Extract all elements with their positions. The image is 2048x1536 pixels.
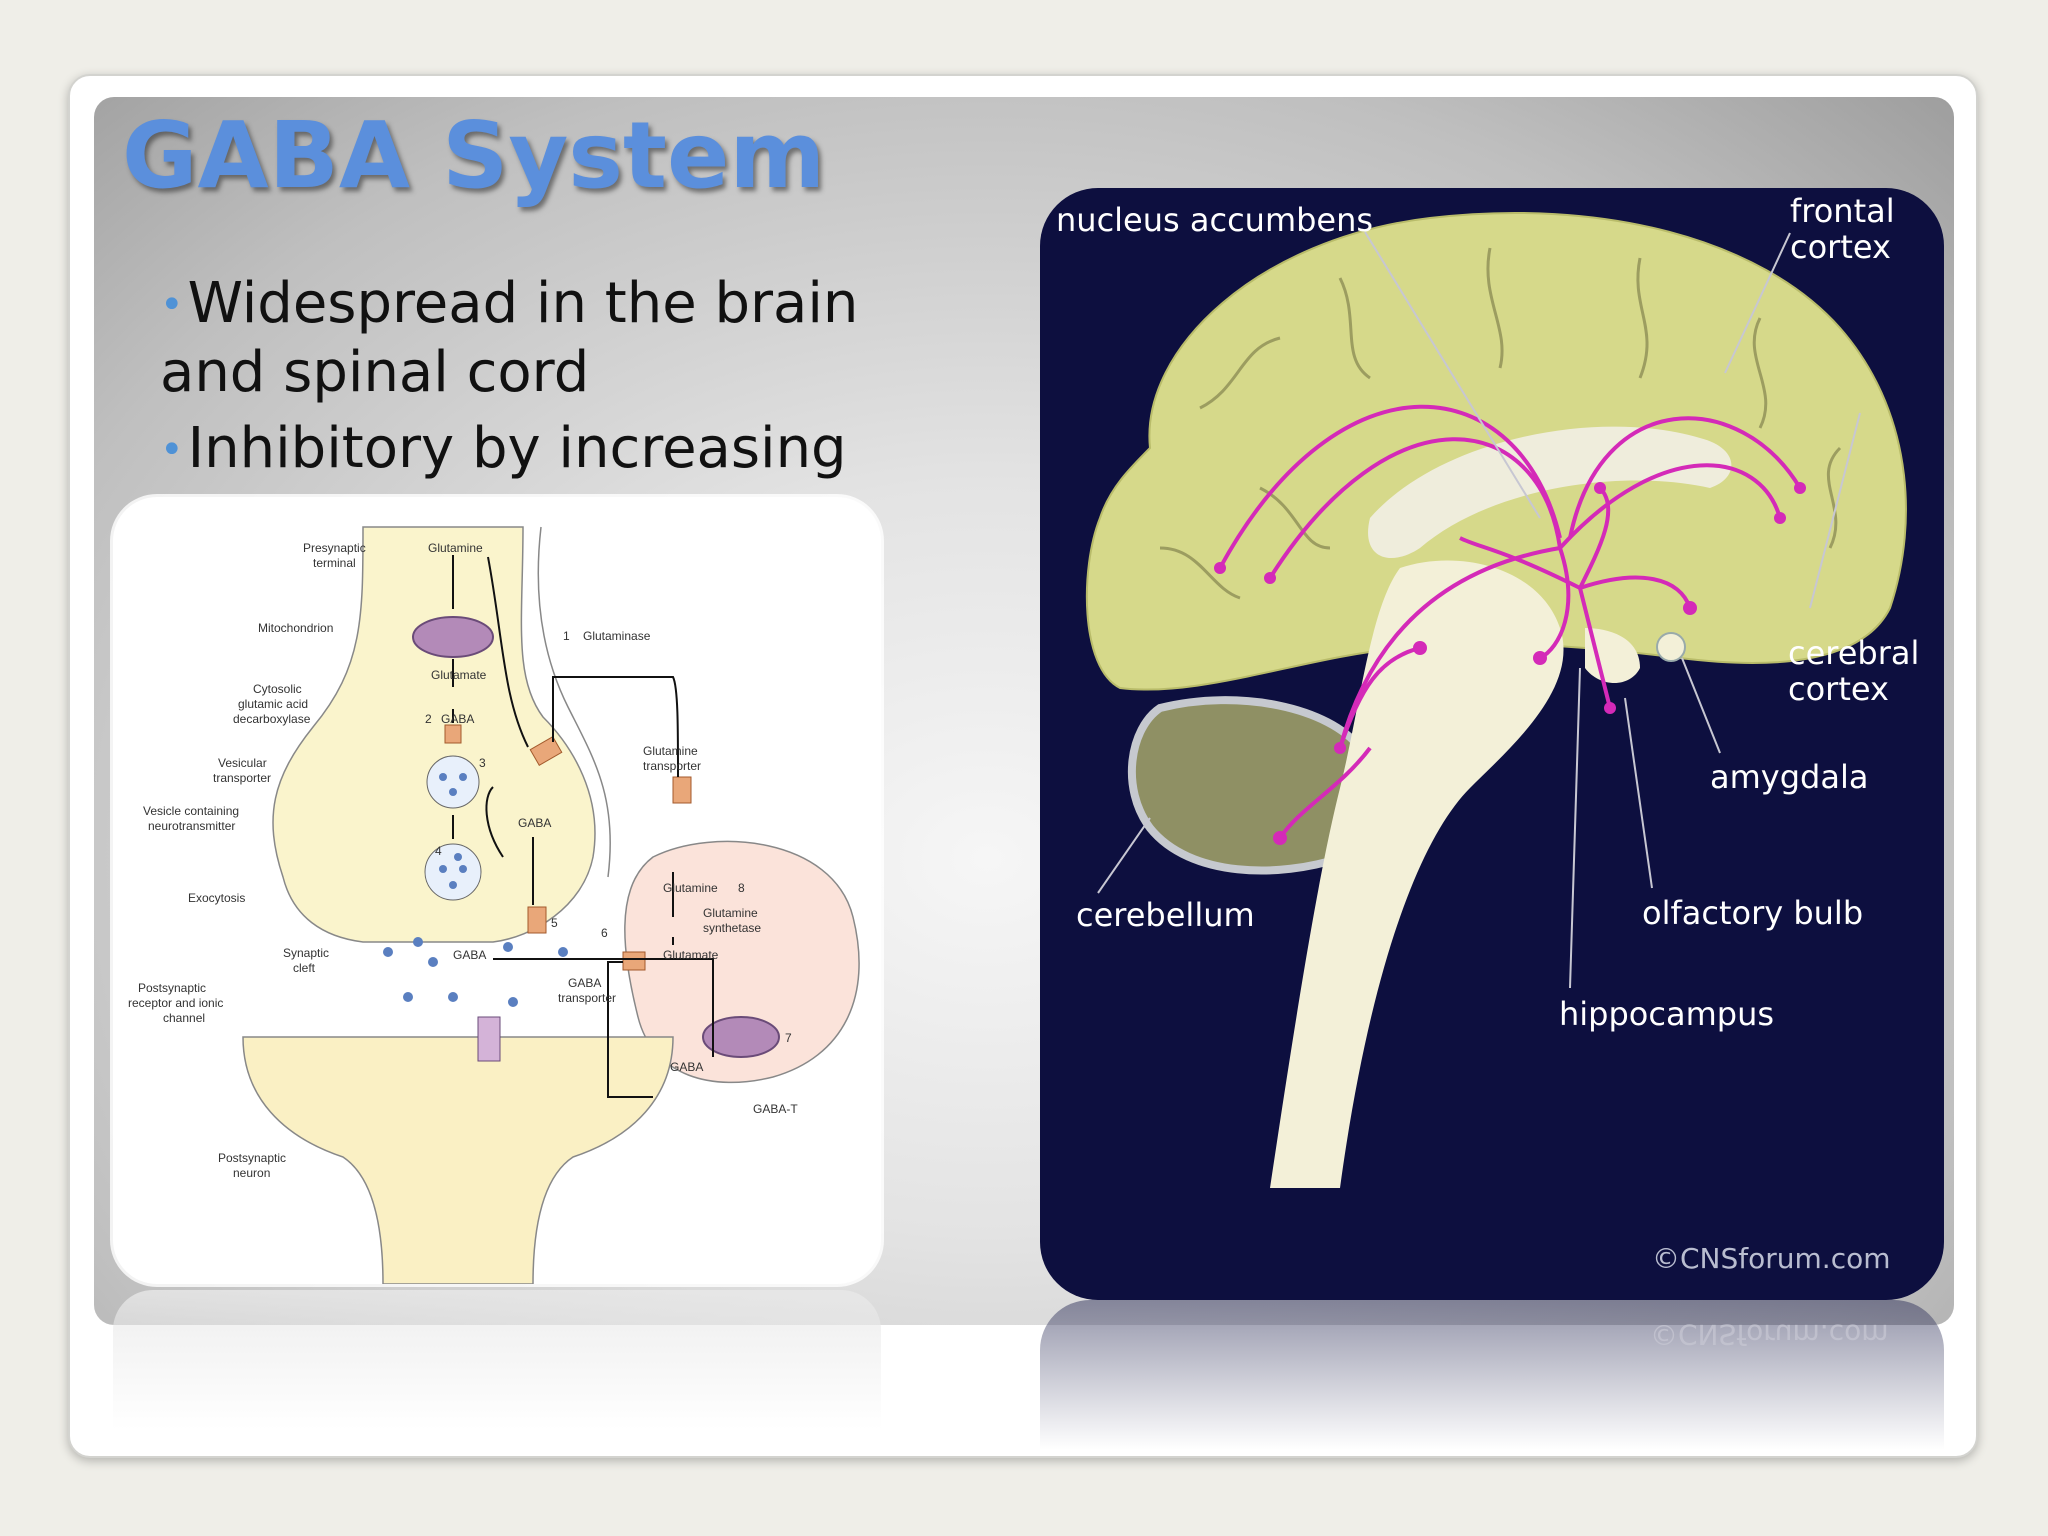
synapse-svg: Presynaptic terminal Glutamine Mitochond… bbox=[128, 526, 860, 1284]
label-presynaptic: Presynaptic bbox=[303, 541, 366, 555]
brain-svg: nucleus accumbens frontal cortex cerebra… bbox=[1056, 192, 1919, 1275]
label-gaba-transporter: GABA bbox=[568, 976, 601, 990]
label-cytosolic: Cytosolic bbox=[253, 682, 302, 696]
synapse-reflection bbox=[113, 1290, 881, 1430]
bullet-dot-icon: • bbox=[160, 427, 184, 473]
label-cytosolic: decarboxylase bbox=[233, 712, 311, 726]
label-exocytosis: Exocytosis bbox=[188, 891, 245, 905]
synapse-diagram: Presynaptic terminal Glutamine Mitochond… bbox=[113, 497, 881, 1284]
step-number: 2 bbox=[425, 712, 432, 726]
brainstem bbox=[1270, 560, 1564, 1188]
label-frontal-cortex: cortex bbox=[1790, 228, 1891, 266]
label-nucleus-accumbens: nucleus accumbens bbox=[1056, 201, 1373, 239]
vesicle bbox=[424, 843, 482, 901]
bullet-item: •Widespread in the brain and spinal cord bbox=[160, 270, 920, 407]
label-synaptic: Synaptic bbox=[283, 946, 329, 960]
label-glutamine-transporter: transporter bbox=[643, 759, 701, 773]
bullet-text: Widespread in the brain and spinal cord bbox=[160, 271, 859, 405]
label-vesicle: neurotransmitter bbox=[148, 819, 235, 833]
transporter bbox=[529, 736, 563, 766]
step-number: 3 bbox=[479, 756, 486, 770]
label-vesicular: transporter bbox=[213, 771, 271, 785]
label-glutamate-glia: Glutamate bbox=[663, 948, 719, 962]
label-gaba-cleft: GABA bbox=[453, 948, 486, 962]
mitochondrion bbox=[412, 616, 494, 658]
label-glutaminase: Glutaminase bbox=[583, 629, 651, 643]
amygdala-shape bbox=[1656, 632, 1686, 662]
label-hippocampus: hippocampus bbox=[1559, 995, 1774, 1033]
presynaptic-terminal bbox=[272, 526, 596, 943]
label-mitochondrion: Mitochondrion bbox=[258, 621, 333, 635]
bullet-text: Inhibitory by increasing bbox=[187, 416, 847, 481]
label-cytosolic: glutamic acid bbox=[238, 697, 308, 711]
slide-title: GABA System bbox=[122, 102, 826, 209]
postsynaptic-neuron bbox=[242, 1036, 674, 1284]
step-number: 6 bbox=[601, 926, 608, 940]
receptor-channel bbox=[477, 1016, 501, 1062]
label-terminal: terminal bbox=[313, 556, 356, 570]
label-cerebral-cortex: cerebral bbox=[1788, 634, 1919, 672]
step-number: 7 bbox=[785, 1031, 792, 1045]
transporter bbox=[444, 724, 462, 744]
label-glutamine-transporter: Glutamine bbox=[643, 744, 698, 758]
bullet-item: •Inhibitory by increasing bbox=[160, 415, 920, 484]
label-glutamate-top: Glutamate bbox=[431, 668, 487, 682]
step-number: 4 bbox=[435, 844, 442, 858]
label-glutamine-top: Glutamine bbox=[428, 541, 483, 555]
step-number: 8 bbox=[738, 881, 745, 895]
credit-text: ©CNSforum.com bbox=[1652, 1242, 1891, 1275]
brain-diagram: nucleus accumbens frontal cortex cerebra… bbox=[1040, 188, 1944, 1300]
label-gaba-glia: GABA bbox=[670, 1060, 703, 1074]
label-gaba-t: GABA-T bbox=[753, 1102, 798, 1116]
transporter bbox=[622, 951, 646, 971]
label-postsynaptic-receptor: channel bbox=[163, 1011, 205, 1025]
label-gaba-transporter: transporter bbox=[558, 991, 616, 1005]
label-vesicular: Vesicular bbox=[218, 756, 267, 770]
label-postsynaptic-neuron: Postsynaptic bbox=[218, 1151, 286, 1165]
label-gaba: GABA bbox=[441, 712, 474, 726]
step-number: 1 bbox=[563, 629, 570, 643]
mitochondrion bbox=[702, 1016, 780, 1058]
transporter bbox=[672, 776, 692, 804]
credit-reflection: ©CNSforum.com bbox=[1650, 1318, 1889, 1351]
label-postsynaptic-receptor: receptor and ionic bbox=[128, 996, 223, 1010]
label-olfactory-bulb: olfactory bulb bbox=[1642, 894, 1863, 932]
label-vesicle: Vesicle containing bbox=[143, 804, 239, 818]
label-frontal-cortex: frontal bbox=[1790, 192, 1895, 230]
label-postsynaptic-neuron: neuron bbox=[233, 1166, 270, 1180]
label-synthetase: Glutamine bbox=[703, 906, 758, 920]
step-number: 5 bbox=[551, 916, 558, 930]
corpus-callosum bbox=[1368, 426, 1732, 558]
brain-reflection bbox=[1040, 1300, 1944, 1450]
label-cerebral-cortex: cortex bbox=[1788, 670, 1889, 708]
label-synthetase: synthetase bbox=[703, 921, 761, 935]
bullet-list: •Widespread in the brain and spinal cord… bbox=[160, 270, 920, 492]
bullet-dot-icon: • bbox=[160, 282, 184, 328]
label-glutamine-8: Glutamine bbox=[663, 881, 718, 895]
vesicle bbox=[426, 755, 480, 809]
label-amygdala: amygdala bbox=[1710, 758, 1868, 796]
label-postsynaptic-receptor: Postsynaptic bbox=[138, 981, 206, 995]
label-cerebellum: cerebellum bbox=[1076, 896, 1255, 934]
label-synaptic: cleft bbox=[293, 961, 316, 975]
transporter bbox=[527, 906, 547, 934]
label-gaba-mid: GABA bbox=[518, 816, 551, 830]
